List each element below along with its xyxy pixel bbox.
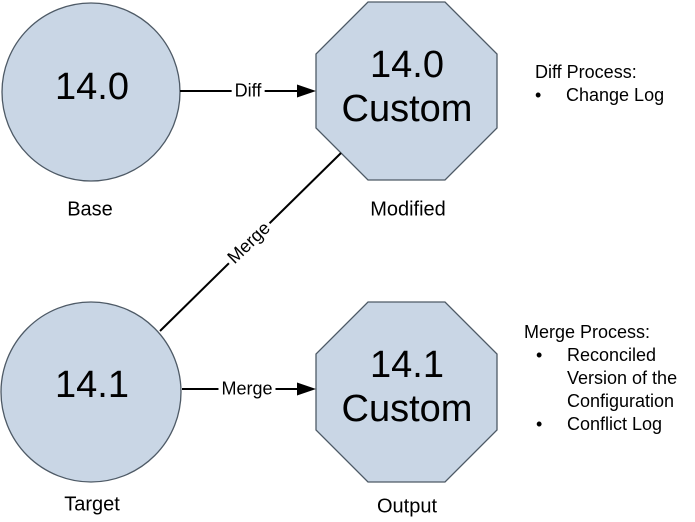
modified-node-value-line1: 14.0 [370,44,444,86]
merge-process-note-item-text: Reconciled Version of the Configuration [567,345,678,411]
output-node-value-line2: Custom [341,388,473,430]
diff-arrowhead-icon [297,84,316,98]
merge-process-note: Merge Process: • Reconciled Version of t… [524,321,694,436]
modified-node-value-line2: Custom [341,88,473,130]
merge-arrowhead-icon [297,382,316,396]
base-node-label: Base [67,198,113,221]
output-node-label: Output [376,495,438,518]
target-node-value: 14.1 [55,364,129,406]
merge-process-note-item-text: Conflict Log [567,414,663,434]
modified-octagon [315,1,498,181]
base-node-value: 14.0 [55,66,129,108]
diff-process-note-item: • Change Log [535,84,695,107]
bullet-icon: • [536,414,543,434]
bullet-icon: • [535,85,542,105]
output-octagon [315,301,498,483]
diff-process-note: Diff Process: • Change Log [535,61,695,107]
merge-process-note-item: • Reconciled Version of the Configuratio… [524,344,694,413]
modified-node-label: Modified [370,198,446,221]
target-node-label: Target [64,493,120,516]
output-node-value: 14.1 Custom [342,343,473,431]
modified-node-value: 14.0 Custom [342,43,473,131]
merge-process-note-item: • Conflict Log [524,413,694,436]
diff-edge-label: Diff [231,80,265,102]
diff-process-note-title: Diff Process: [535,62,637,82]
merge-horizontal-edge-label: Merge [218,378,276,400]
target-circle [0,301,182,483]
bullet-icon: • [536,345,543,365]
output-node-value-line1: 14.1 [370,344,444,386]
diff-process-note-item-text: Change Log [566,85,665,105]
merge-process-note-title: Merge Process: [524,322,651,342]
